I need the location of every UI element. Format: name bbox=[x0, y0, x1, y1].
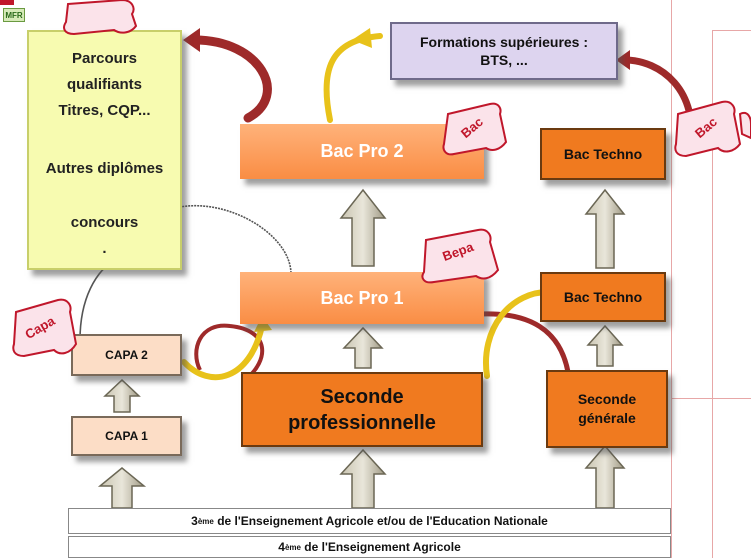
curve-capa2-loop bbox=[194, 323, 265, 382]
bac-techno-top-box: Bac Techno bbox=[540, 128, 666, 180]
scroll-bac-2: Bac bbox=[672, 98, 742, 158]
bottom2-sup: ème bbox=[284, 542, 301, 552]
curve-capa2-to-bacpro1 bbox=[181, 323, 265, 381]
curve-secondegen-to-bacpro1 bbox=[477, 311, 571, 375]
bottom2-text: de l'Enseignement Agricole bbox=[304, 540, 461, 554]
up-arrow-bottom-to-secondegen bbox=[584, 444, 626, 509]
seconde-pro-line-2: professionnelle bbox=[288, 411, 436, 434]
capa-2-label: CAPA 2 bbox=[105, 348, 148, 362]
yellow-line-6: . bbox=[102, 240, 107, 257]
up-arrow-seconde-to-bacpro1 bbox=[342, 326, 384, 369]
scroll-right-fragment bbox=[736, 110, 751, 140]
seconde-generale-box: Seconde générale bbox=[546, 370, 668, 448]
seconde-pro-line-1: Seconde bbox=[320, 385, 404, 408]
guide-line-horizontal bbox=[671, 398, 751, 399]
yellow-line-2: qualifiants bbox=[66, 76, 142, 93]
seconde-professionnelle-box: Seconde professionnelle bbox=[241, 372, 483, 447]
seconde-gen-line-1: Seconde bbox=[577, 391, 637, 407]
scroll-icon bbox=[442, 102, 508, 156]
yellow-line-1: Parcours bbox=[71, 50, 138, 67]
up-arrow-bottom-to-seconde bbox=[339, 448, 387, 509]
bottom1-sup: ème bbox=[197, 516, 214, 526]
curve-bacpro2-to-formations bbox=[323, 33, 383, 123]
capa-1-label: CAPA 1 bbox=[105, 429, 148, 443]
capa-2-box: CAPA 2 bbox=[71, 334, 182, 376]
yellow-line-3: Titres, CQP... bbox=[58, 102, 151, 119]
mfr-logo: MFR bbox=[3, 8, 25, 22]
red-corner-mark bbox=[0, 0, 14, 5]
curve-bacpro2-to-yellow bbox=[190, 35, 272, 123]
bottom1-prefix: 3 bbox=[191, 514, 198, 528]
scroll-top-fragment bbox=[60, 0, 140, 36]
up-arrow-bottom-to-capa1 bbox=[97, 467, 147, 509]
scroll-icon bbox=[674, 100, 742, 158]
curve-bacpro1-to-yellow bbox=[174, 205, 292, 283]
scroll-icon bbox=[421, 228, 500, 284]
up-arrow-bactechno-mid-to-top bbox=[584, 188, 626, 269]
bac-techno-top-label: Bac Techno bbox=[563, 146, 643, 162]
yellow-line-4: Autres diplômes bbox=[45, 160, 164, 177]
bottom1-text: de l'Enseignement Agricole et/ou de l'Ed… bbox=[217, 514, 548, 528]
seconde-gen-line-2: générale bbox=[578, 410, 636, 426]
parcours-qualifiants-box: Parcours qualifiants Titres, CQP... Autr… bbox=[27, 30, 182, 270]
bac-techno-mid-label: Bac Techno bbox=[563, 289, 643, 305]
scroll-bepa: Bepa bbox=[420, 228, 500, 284]
guide-line-vertical bbox=[671, 0, 672, 558]
scroll-bac-1: Bac bbox=[440, 100, 508, 156]
up-arrow-capa1-to-capa2 bbox=[103, 378, 141, 413]
scroll-icon bbox=[738, 112, 751, 140]
formations-line-2: BTS, ... bbox=[480, 52, 528, 68]
guide-line-vertical-2 bbox=[712, 30, 713, 558]
curve-capa2-to-yellow bbox=[79, 257, 119, 341]
scroll-capa: Capa bbox=[12, 298, 78, 358]
guide-line-horizontal-top bbox=[712, 30, 751, 31]
scroll-icon bbox=[63, 0, 138, 36]
scroll-icon bbox=[12, 298, 78, 358]
yellow-line-5: concours bbox=[70, 214, 139, 231]
bac-pro-2-box: Bac Pro 2 bbox=[240, 124, 484, 179]
capa-1-box: CAPA 1 bbox=[71, 416, 182, 456]
bottom2-prefix: 4 bbox=[278, 540, 285, 554]
up-arrow-secondegen-to-bactechno bbox=[586, 324, 624, 367]
formations-line-1: Formations supérieures : bbox=[419, 34, 589, 50]
up-arrow-bacpro1-to-bacpro2 bbox=[339, 188, 387, 267]
formations-superieures-box: Formations supérieures : BTS, ... bbox=[390, 22, 618, 80]
bac-pro-1-label: Bac Pro 1 bbox=[320, 287, 404, 308]
bac-techno-mid-box: Bac Techno bbox=[540, 272, 666, 322]
curve-seconde-to-bactechno bbox=[483, 288, 555, 379]
bac-pro-2-label: Bac Pro 2 bbox=[320, 141, 404, 161]
